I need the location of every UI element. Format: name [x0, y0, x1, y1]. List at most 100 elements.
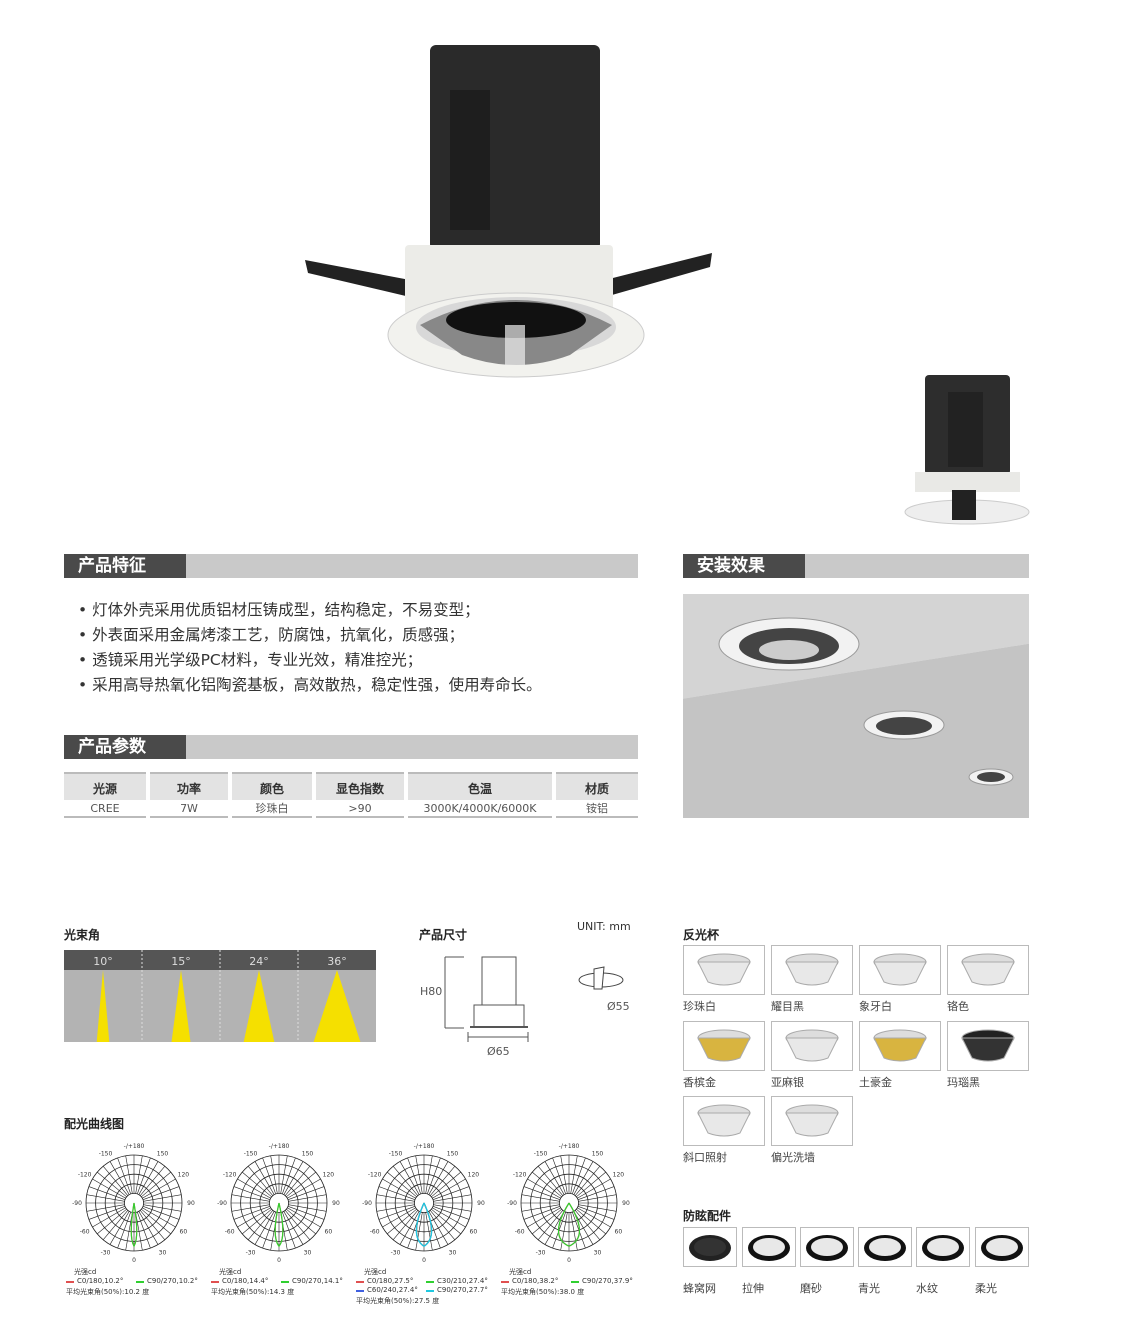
reflector-option[interactable] [859, 1020, 941, 1071]
reflector-cup-icon [785, 1104, 839, 1137]
angle-label: -30 [101, 1249, 111, 1256]
angle-label: -90 [362, 1200, 372, 1207]
table-header: 光源 [64, 772, 146, 800]
size-title: 产品尺寸 [419, 928, 468, 942]
grid-spoke [125, 1212, 133, 1251]
reflector-cup-icon [873, 953, 927, 986]
legend-title: 光强cd [74, 1268, 97, 1276]
grid-spoke [387, 1208, 417, 1235]
grid-spoke [231, 1204, 270, 1212]
angle-label: -150 [534, 1151, 548, 1158]
grid-spoke [429, 1166, 456, 1196]
grid-spoke [287, 1178, 321, 1199]
table-cell: 7W [150, 800, 228, 818]
legend-item: C90/270,27.7° [426, 1286, 496, 1295]
grid-spoke [576, 1171, 606, 1198]
angle-label: 150 [592, 1151, 604, 1158]
angle-label: -60 [80, 1229, 90, 1236]
reflector-cup-icon [785, 953, 839, 986]
reflector-option[interactable] [947, 1020, 1029, 1071]
beam-cone [171, 970, 191, 1042]
reflector-label: 斜口照射 [683, 1151, 727, 1164]
reflector-option[interactable] [771, 1020, 853, 1071]
grid-spoke [117, 1211, 131, 1249]
grid-spoke [139, 1166, 166, 1196]
reflector-option[interactable] [683, 945, 765, 995]
legend-entries: C0/180,10.2°C90/270,10.2° [66, 1277, 206, 1286]
reflector-cup-icon [873, 1029, 927, 1061]
reflector-label: 土豪金 [859, 1075, 892, 1089]
angle-label: 150 [447, 1151, 459, 1158]
table-header: 色温 [408, 772, 552, 800]
antiglare-option[interactable] [683, 1227, 737, 1267]
feature-item: • 透镜采用光学级PC材料，专业光效，精准控光； [78, 651, 423, 669]
reflector-option[interactable] [947, 945, 1029, 995]
install-header: 安装效果 [683, 554, 1029, 578]
cutout-label: Ø55 [607, 1000, 630, 1013]
grid-spoke [247, 1210, 274, 1240]
grid-spoke [135, 1212, 143, 1251]
grid-spoke [392, 1210, 419, 1240]
grid-spoke [142, 1178, 176, 1199]
grid-spoke [242, 1171, 272, 1198]
grid-spoke [92, 1178, 126, 1199]
angle-label: 30 [159, 1249, 167, 1256]
grid-circle [559, 1193, 580, 1214]
antiglare-option[interactable] [858, 1227, 912, 1267]
table-header: 颜色 [232, 772, 312, 800]
grid-spoke [142, 1186, 180, 1200]
grid-spoke [552, 1157, 566, 1195]
angle-label: -150 [244, 1151, 258, 1158]
grid-spoke [415, 1155, 423, 1194]
height-label: H80 [420, 985, 443, 998]
grid-spoke [407, 1157, 421, 1195]
legend-title: 光强cd [364, 1268, 387, 1276]
angle-label: 150 [157, 1151, 169, 1158]
chart-footer: 平均光束角(50%):14.3 度 [211, 1288, 295, 1296]
grid-spoke [399, 1211, 420, 1245]
reflector-option[interactable] [683, 1096, 765, 1146]
reflector-label: 铬色 [947, 1000, 969, 1013]
grid-spoke [577, 1206, 615, 1220]
legend-entries: C0/180,27.5°C30/210,27.4°C60/240,27.4°C9… [356, 1277, 496, 1295]
grid-spoke [382, 1207, 416, 1228]
antiglare-option[interactable] [742, 1227, 796, 1267]
antiglare-option[interactable] [975, 1227, 1029, 1267]
legend-swatch [66, 1280, 74, 1283]
reflector-label: 玛瑙黑 [947, 1075, 980, 1089]
grid-spoke [432, 1186, 470, 1200]
grid-spoke [283, 1211, 304, 1245]
reflector-cup-icon [961, 1029, 1015, 1061]
grid-spoke [432, 1178, 466, 1199]
grid-spoke [573, 1161, 594, 1195]
legend-item: C0/180,10.2° [66, 1277, 136, 1286]
reflector-option[interactable] [771, 1096, 853, 1146]
grid-spoke [282, 1211, 296, 1249]
legend-entry: C60/240,27.4° [367, 1286, 418, 1294]
antiglare-option[interactable] [916, 1227, 970, 1267]
grid-spoke [139, 1210, 166, 1240]
reflector-option[interactable] [771, 945, 853, 995]
diameter-label: Ø65 [487, 1045, 510, 1058]
grid-spoke [560, 1155, 568, 1194]
lens-icon [864, 1235, 906, 1261]
reflector-option[interactable] [683, 1020, 765, 1071]
grid-spoke [425, 1212, 433, 1251]
grid-spoke [387, 1171, 417, 1198]
grid-spoke [286, 1208, 316, 1235]
grid-spoke [142, 1206, 180, 1220]
antiglare-option[interactable] [800, 1227, 854, 1267]
angle-label: -60 [225, 1229, 235, 1236]
table-cell: CREE [64, 800, 146, 818]
intensity-curve [415, 1202, 433, 1247]
params-title: 产品参数 [64, 735, 186, 759]
reflector-cup-icon [961, 953, 1015, 986]
legend-swatch [501, 1280, 509, 1283]
grid-spoke [432, 1206, 470, 1220]
grid-spoke [431, 1208, 461, 1235]
reflector-option[interactable] [859, 945, 941, 995]
beam-angle-label: 24° [249, 955, 269, 968]
grid-spoke [143, 1194, 182, 1202]
